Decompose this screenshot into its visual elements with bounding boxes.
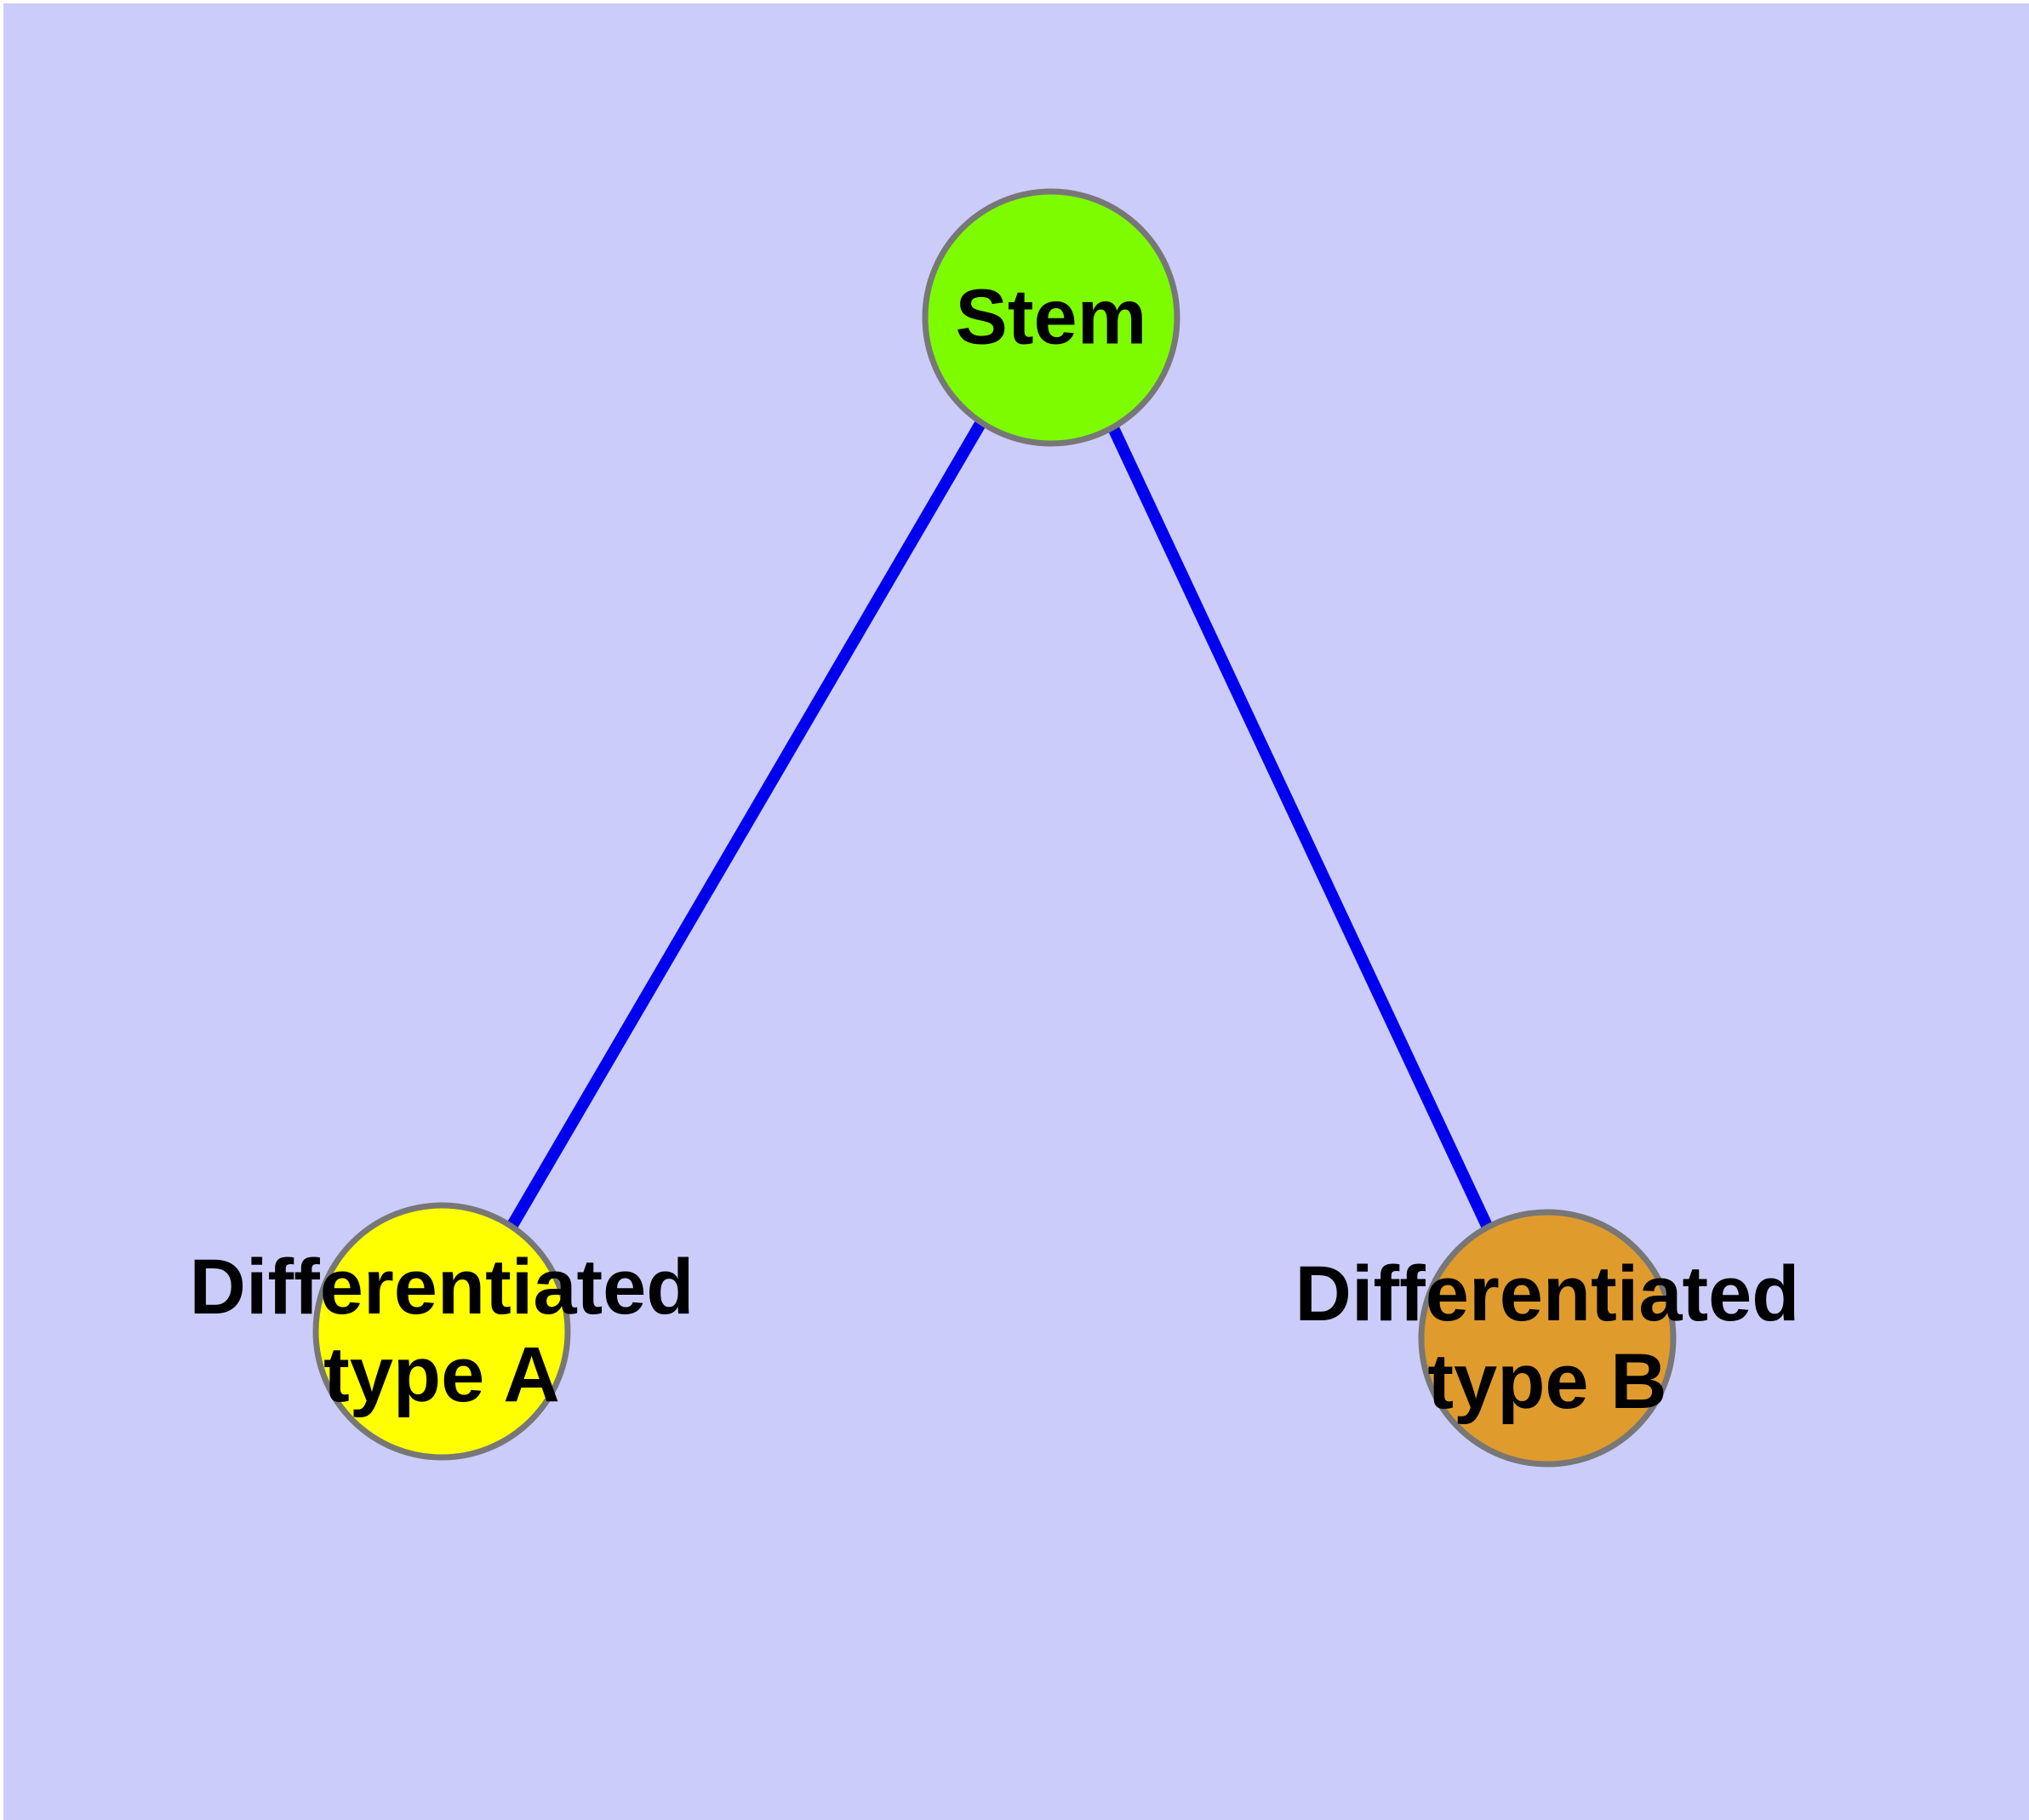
edge-stem-to-differentiated-type-a[interactable] <box>506 419 987 1230</box>
node-differentiated-type-a[interactable] <box>312 1202 571 1461</box>
node-layer <box>312 188 1677 1468</box>
node-differentiated-type-b[interactable] <box>1418 1209 1677 1468</box>
edge-layer <box>506 416 1494 1230</box>
node-stem[interactable] <box>922 188 1180 447</box>
edge-stem-to-differentiated-type-b[interactable] <box>1103 416 1494 1230</box>
